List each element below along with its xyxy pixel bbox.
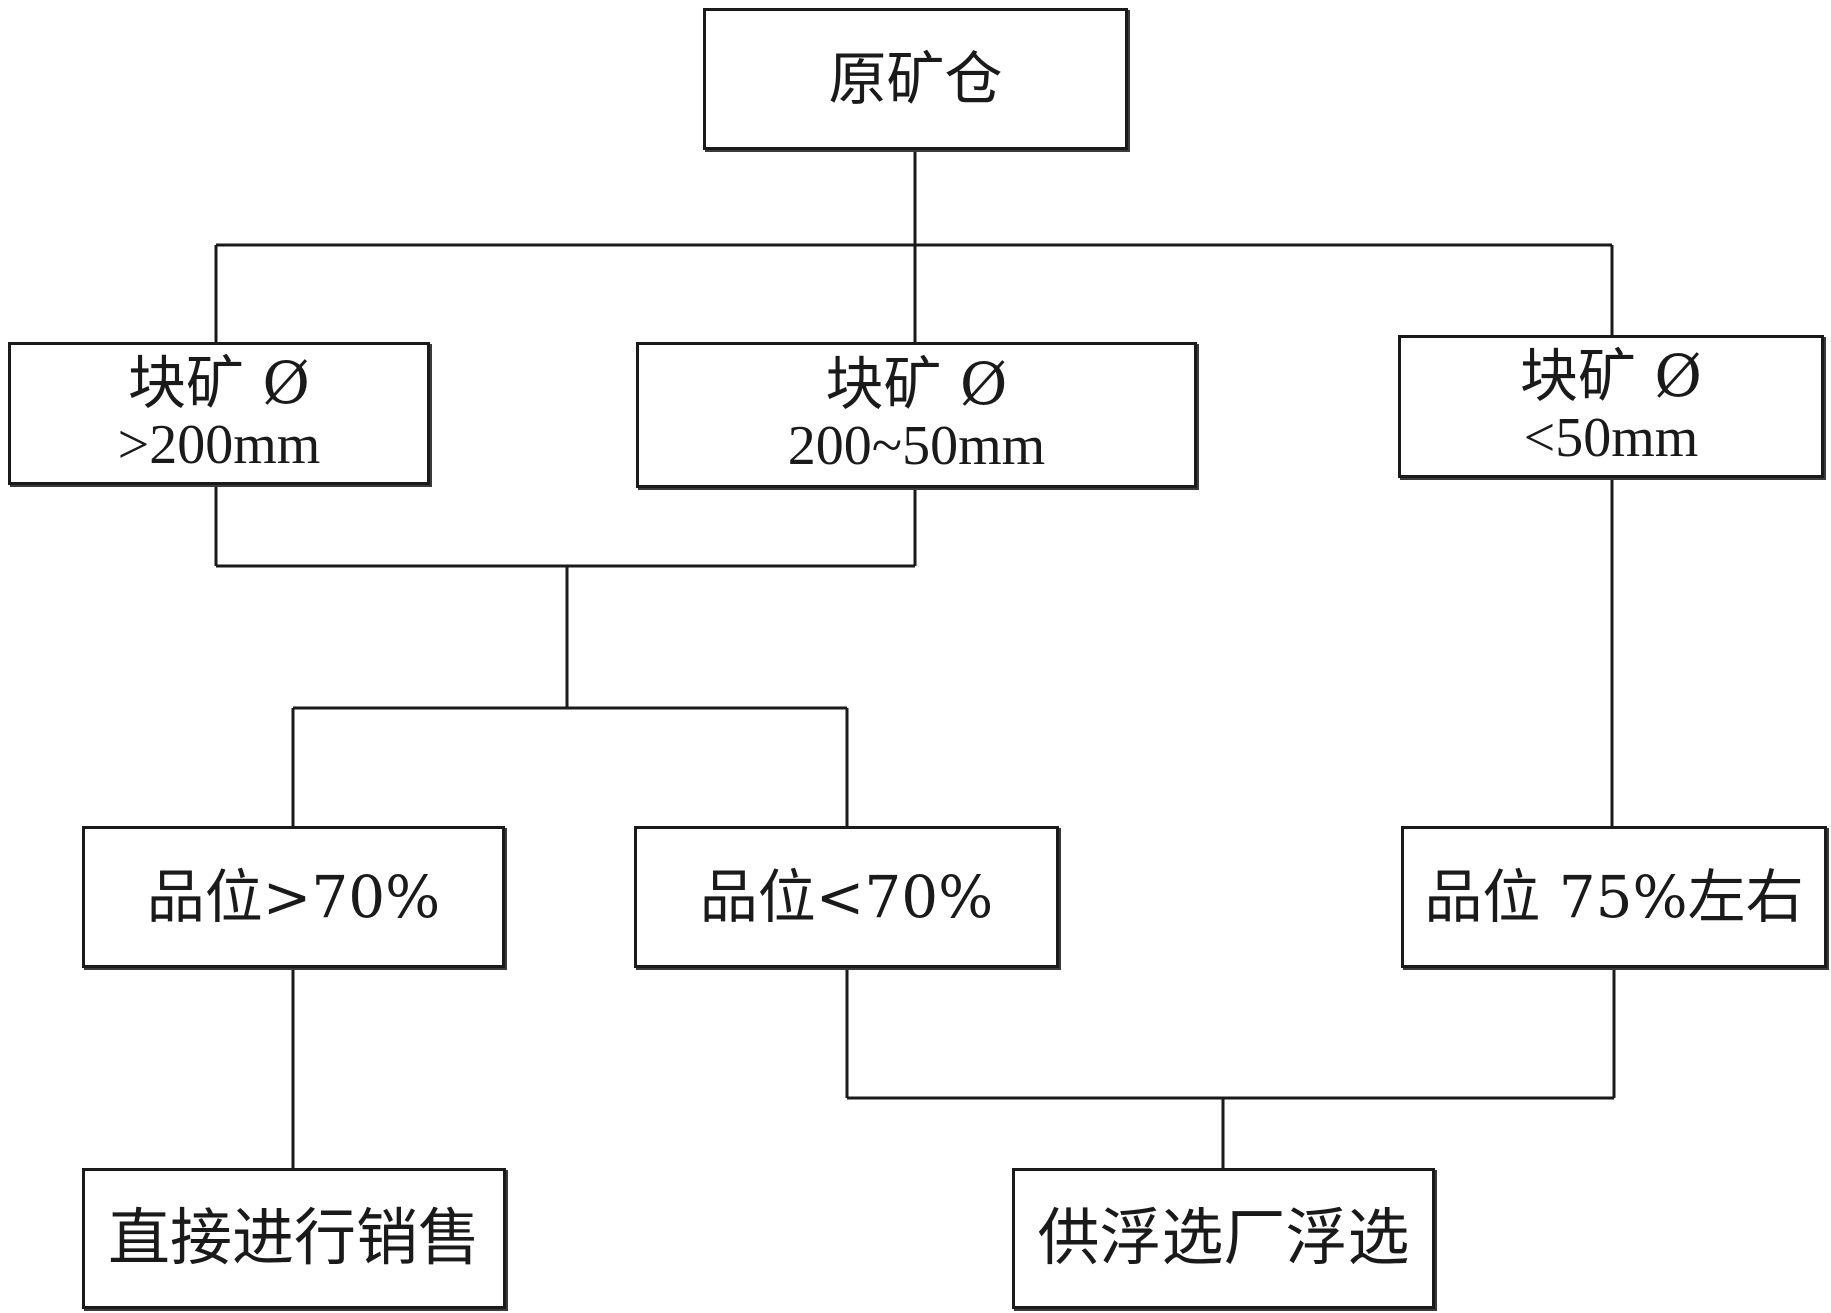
- node-grade-low-label: 品位<70%: [699, 862, 994, 931]
- node-raw-ore-bin: 原矿仓: [703, 8, 1128, 150]
- node-grade-low: 品位<70%: [634, 826, 1059, 968]
- node-raw-ore-bin-label: 原矿仓: [828, 44, 1003, 113]
- node-flotation: 供浮选厂浮选: [1012, 1168, 1435, 1309]
- node-lump-ore-small: 块矿 Ø <50mm: [1398, 335, 1824, 478]
- node-grade-75: 品位 75%左右: [1401, 826, 1827, 968]
- node-flotation-label: 供浮选厂浮选: [1037, 1201, 1410, 1275]
- node-lump-ore-medium-size: 200~50mm: [787, 415, 1046, 478]
- node-lump-ore-small-size: <50mm: [1523, 406, 1699, 469]
- node-lump-ore-medium-label: 块矿 Ø: [825, 350, 1008, 419]
- node-direct-sale: 直接进行销售: [82, 1168, 506, 1309]
- node-lump-ore-large-label: 块矿 Ø: [128, 348, 310, 417]
- node-lump-ore-large-size: >200mm: [117, 413, 321, 476]
- node-grade-high-label: 品位>70%: [146, 862, 441, 931]
- node-lump-ore-large: 块矿 Ø >200mm: [8, 342, 430, 485]
- node-lump-ore-medium: 块矿 Ø 200~50mm: [636, 342, 1197, 488]
- node-direct-sale-label: 直接进行销售: [107, 1201, 480, 1275]
- node-grade-high: 品位>70%: [82, 826, 505, 968]
- node-grade-75-label: 品位 75%左右: [1424, 862, 1804, 931]
- node-lump-ore-small-label: 块矿 Ø: [1520, 341, 1702, 410]
